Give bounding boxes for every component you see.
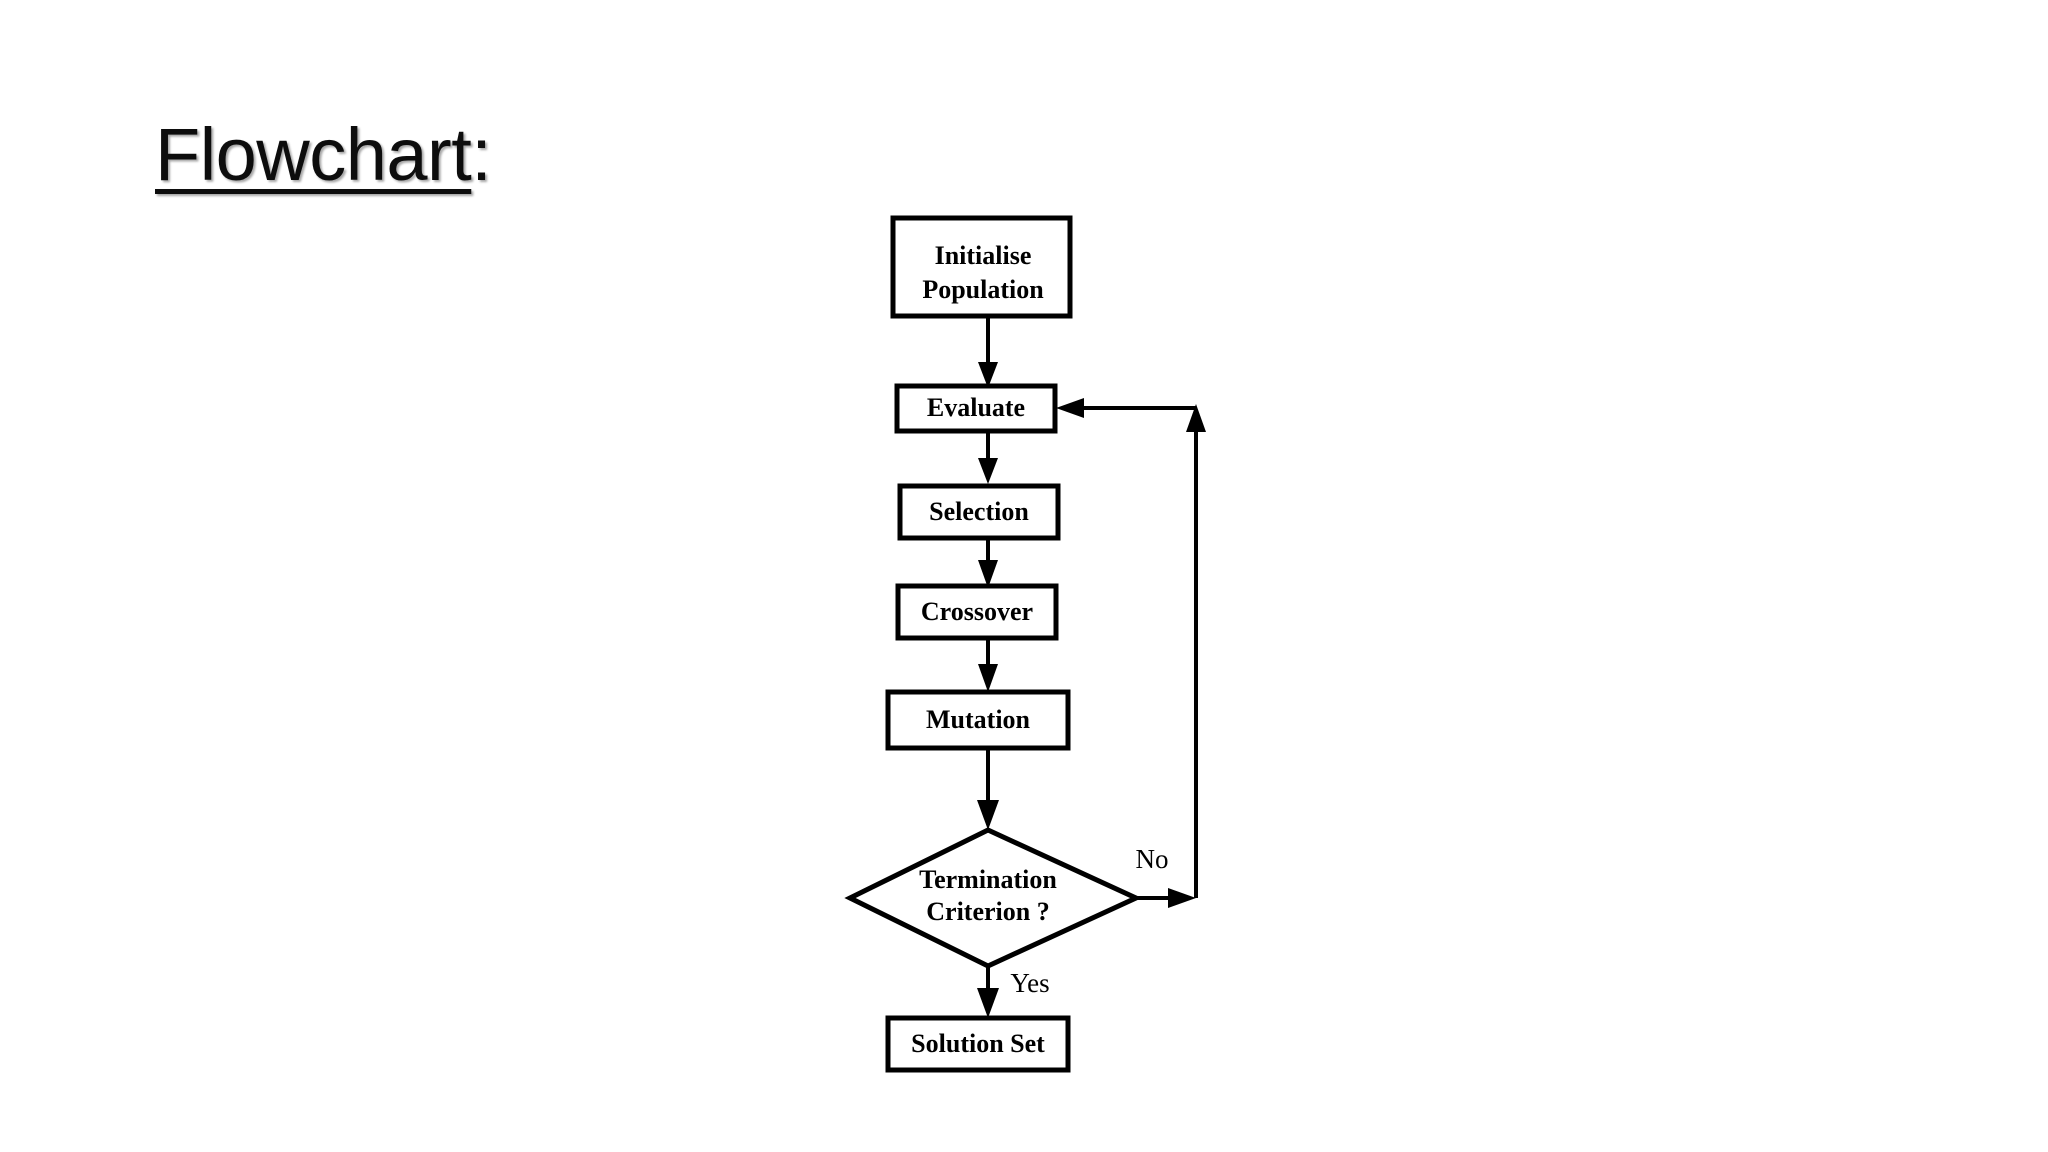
edge-label-yes: Yes: [1010, 968, 1049, 998]
edge-termination-no-to-evaluate: [1056, 398, 1206, 908]
edge-selection-to-crossover: [978, 538, 998, 588]
node-selection[interactable]: Selection: [897, 483, 1061, 541]
node-evaluate-label: Evaluate: [927, 393, 1025, 422]
node-mutation-label: Mutation: [926, 705, 1031, 734]
node-termination-line2: Criterion ?: [926, 897, 1049, 926]
edge-termination-yes-to-solution: [977, 966, 999, 1018]
edge-label-no: No: [1136, 844, 1169, 874]
edge-initialise-to-evaluate: [978, 318, 998, 388]
node-termination-criterion[interactable]: Termination Criterion ?: [844, 827, 1142, 969]
page-title-suffix: :: [471, 113, 492, 196]
node-selection-label: Selection: [929, 497, 1029, 526]
node-evaluate[interactable]: Evaluate: [894, 383, 1058, 434]
node-initialise-population-line1: Initialise: [935, 241, 1032, 270]
page-title: Flowchart:: [155, 112, 492, 197]
node-mutation[interactable]: Mutation: [885, 689, 1071, 751]
edge-mutation-to-termination: [977, 748, 999, 830]
flow-connectors: right, up, left into Evaluate (feedback …: [977, 318, 1206, 1018]
node-crossover[interactable]: Crossover: [895, 583, 1059, 641]
node-initialise-population-line2: Population: [922, 275, 1044, 304]
node-initialise-population[interactable]: Initialise Population: [890, 215, 1073, 319]
edge-crossover-to-mutation: [978, 638, 998, 692]
page-title-main: Flowchart: [155, 113, 472, 196]
node-crossover-label: Crossover: [921, 597, 1033, 626]
node-solution-set[interactable]: Solution Set: [885, 1015, 1071, 1073]
node-solution-set-label: Solution Set: [911, 1029, 1045, 1058]
edge-evaluate-to-selection: [978, 430, 998, 484]
node-termination-line1: Termination: [919, 865, 1057, 894]
